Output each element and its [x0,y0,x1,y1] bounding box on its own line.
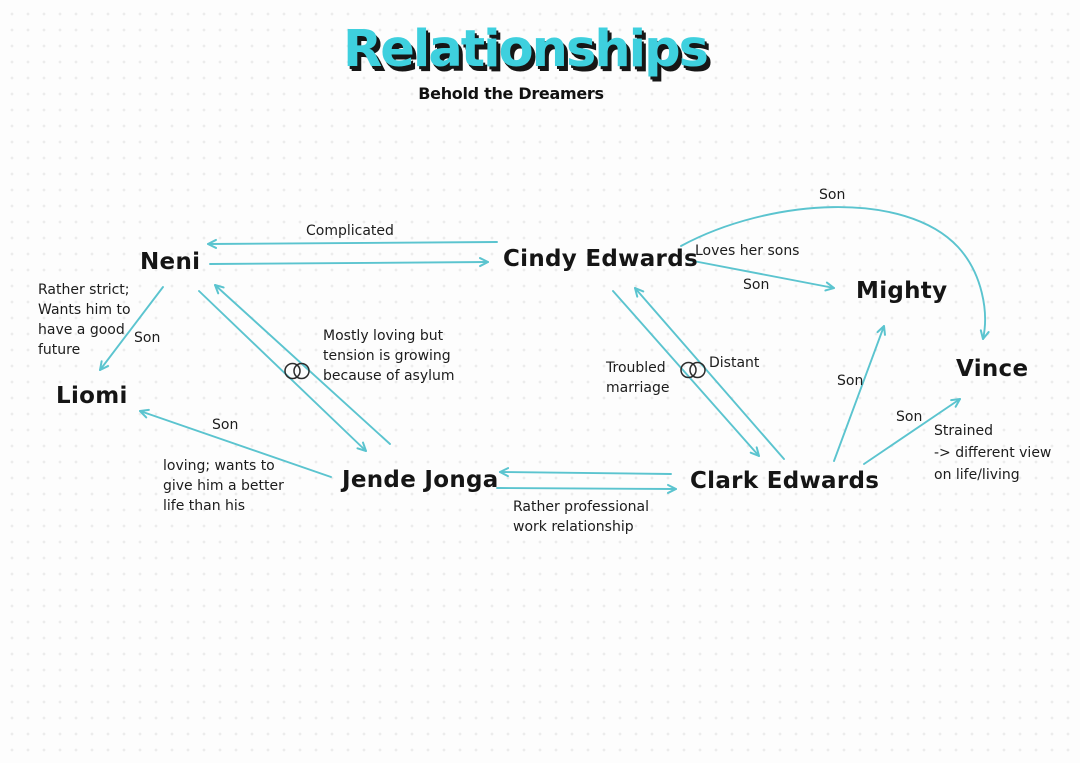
label-distant[interactable]: Distant [709,355,760,371]
node-mighty[interactable]: Mighty [856,278,948,304]
label-complicated[interactable]: Complicated [306,223,394,239]
note-neni-jende-marriage[interactable]: Mostly loving but tension is growing bec… [323,328,455,384]
diagram-subtitle[interactable]: Behold the Dreamers [418,84,604,103]
arrow-cindy-to-mighty[interactable] [687,259,835,292]
label-son-cindy-mighty[interactable]: Son [743,277,770,293]
note-cindy-loves-sons[interactable]: Loves her sons [695,243,800,259]
arrow-cindy-to-clark[interactable] [612,290,760,457]
arrow-cindy-to-vince[interactable] [680,206,990,340]
node-liomi[interactable]: Liomi [56,383,128,409]
note-jende-about-liomi[interactable]: loving; wants to give him a better life … [163,458,284,514]
arrow-jende-to-neni[interactable] [214,284,391,445]
note-clark-vince-strained[interactable]: Strained -> different view on life/livin… [934,423,1052,483]
diagram-title[interactable]: Relationships [343,20,709,79]
label-son-cindy-vince[interactable]: Son [819,187,846,203]
arrow-jende-to-clark[interactable] [496,483,677,494]
node-clark-edwards[interactable]: Clark Edwards [690,468,880,494]
label-son-clark-vince[interactable]: Son [896,409,923,425]
arrow-neni-to-cindy[interactable] [209,257,489,268]
note-jende-clark-work[interactable]: Rather professional work relationship [513,499,650,535]
arrow-jende-to-liomi[interactable] [139,408,332,478]
label-son-jende-liomi[interactable]: Son [212,417,239,433]
node-cindy-edwards[interactable]: Cindy Edwards [503,246,698,272]
marriage-rings-icon[interactable] [284,362,310,380]
node-neni[interactable]: Neni [140,249,201,275]
note-neni-about-liomi[interactable]: Rather strict; Wants him to have a good … [38,282,131,358]
node-jende-jonga[interactable]: Jende Jonga [342,467,499,493]
arrow-cindy-to-neni[interactable] [207,238,498,249]
marriage-rings-icon[interactable] [680,361,706,379]
arrow-neni-to-liomi[interactable] [99,286,164,371]
arrow-clark-to-cindy[interactable] [634,287,785,460]
arrow-clark-to-jende[interactable] [499,467,672,478]
node-vince[interactable]: Vince [956,356,1029,382]
arrow-clark-to-vince[interactable] [863,398,961,465]
label-son-clark-mighty[interactable]: Son [837,373,864,389]
note-cindy-clark-marriage[interactable]: Troubled marriage [606,360,670,396]
arrow-clark-to-mighty[interactable] [833,325,886,462]
label-son-neni-liomi[interactable]: Son [134,330,161,346]
arrow-neni-to-jende[interactable] [198,290,367,452]
